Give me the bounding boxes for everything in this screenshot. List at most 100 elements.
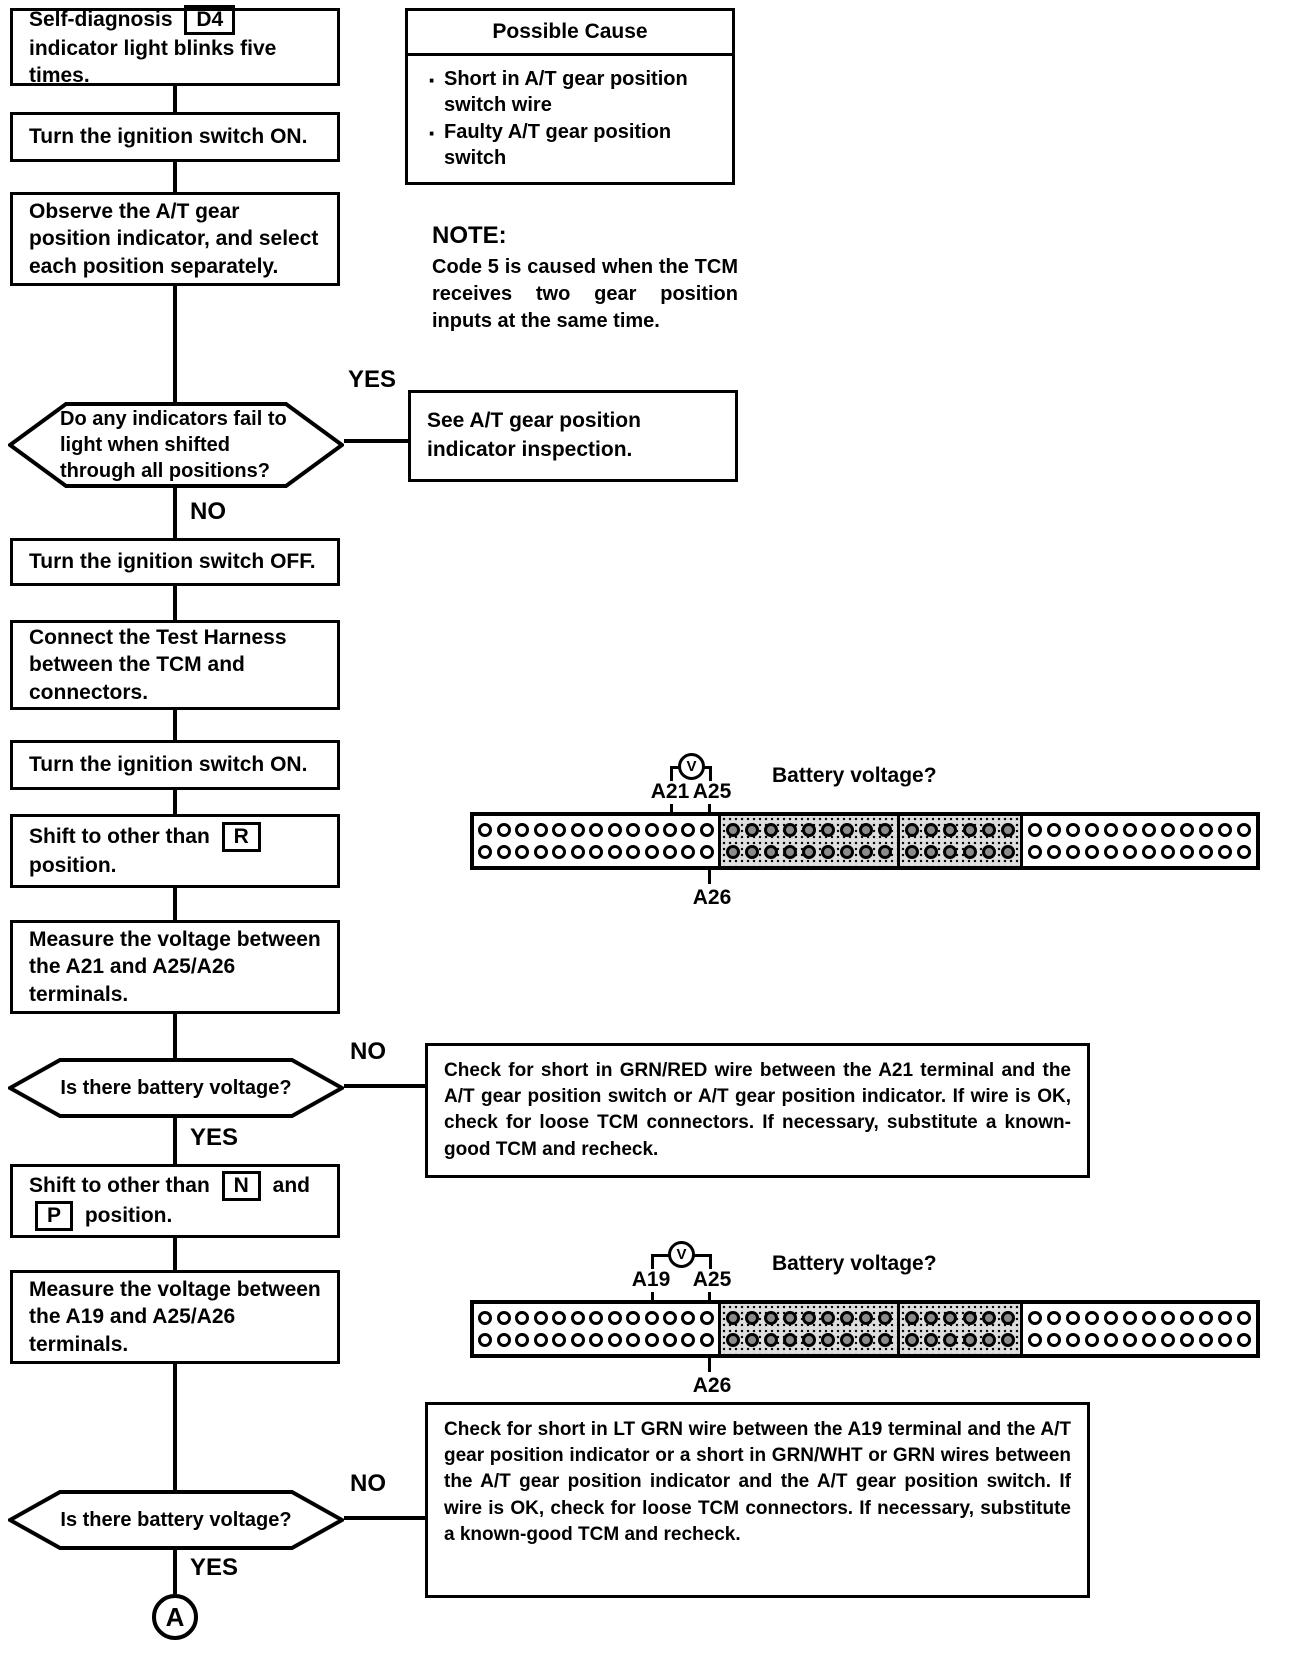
decision-question: Is there battery voltage?	[60, 1509, 292, 1531]
pin-hole	[858, 823, 873, 838]
pin-hole	[552, 1332, 567, 1347]
pin-hole	[726, 1332, 741, 1347]
pin-row	[1023, 823, 1256, 838]
pin-row	[1023, 844, 1256, 859]
pin-hole	[478, 844, 493, 859]
pin-hole	[533, 1311, 548, 1326]
pin-row	[474, 844, 718, 859]
pin-row	[1023, 1332, 1256, 1347]
flow-line	[173, 1238, 177, 1270]
pin-hole	[607, 844, 622, 859]
branch-label-yes: YES	[190, 1124, 239, 1151]
flow-step-test-harness: Connect the Test Harness between the TCM…	[10, 620, 340, 710]
pin-hole	[1237, 1332, 1252, 1347]
pin-hole	[924, 844, 939, 859]
pin-hole	[839, 844, 854, 859]
gear-badge-p: P	[35, 1201, 74, 1232]
step-text-pre: Shift to other than	[29, 1173, 210, 1197]
pin-hole	[626, 844, 641, 859]
pin-hole	[877, 1311, 892, 1326]
probe-label-a21: A21	[650, 780, 690, 803]
pin-hole	[496, 1332, 511, 1347]
pin-hole	[858, 844, 873, 859]
flow-line	[344, 1516, 425, 1520]
pin-row	[474, 1311, 718, 1326]
branch-label-no: NO	[350, 1470, 386, 1497]
possible-cause-item: Short in A/T gear position switch wire	[426, 63, 714, 119]
pin-hole	[644, 1332, 659, 1347]
pin-hole	[570, 1311, 585, 1326]
pin-hole	[533, 844, 548, 859]
connector-section	[474, 1304, 722, 1354]
pin-hole	[1047, 1311, 1062, 1326]
pin-hole	[783, 844, 798, 859]
pin-hole	[726, 1311, 741, 1326]
pin-hole	[1218, 823, 1233, 838]
pin-hole	[644, 823, 659, 838]
pin-hole	[1199, 844, 1214, 859]
pin-hole	[607, 1332, 622, 1347]
flow-line	[173, 1550, 177, 1594]
pin-row	[474, 823, 718, 838]
pin-hole	[745, 823, 760, 838]
possible-cause-list: Short in A/T gear position switch wire F…	[416, 63, 724, 172]
pin-row	[900, 823, 1021, 838]
pin-hole	[515, 823, 530, 838]
flow-step-text: Measure the voltage between the A21 and …	[29, 928, 321, 1006]
pin-hole	[1161, 1332, 1176, 1347]
pin-hole	[924, 1332, 939, 1347]
pin-hole	[943, 1311, 958, 1326]
branch-label-yes: YES	[348, 366, 397, 393]
flow-step-ignition-on-1: Turn the ignition switch ON.	[10, 112, 340, 162]
pin-hole	[1142, 823, 1157, 838]
pin-hole	[1123, 844, 1138, 859]
pin-hole	[962, 1332, 977, 1347]
gear-badge-r: R	[221, 822, 261, 853]
pin-hole	[607, 823, 622, 838]
flow-line	[173, 888, 177, 920]
pin-hole	[858, 1332, 873, 1347]
battery-voltage-question: Battery voltage?	[772, 1252, 937, 1275]
pin-hole	[745, 1311, 760, 1326]
pin-hole	[589, 1311, 604, 1326]
pin-hole	[1085, 1311, 1100, 1326]
flow-step-self-diagnosis: Self-diagnosis D4 indicator light blinks…	[10, 4, 340, 88]
pin-hole	[783, 1311, 798, 1326]
pin-hole	[496, 844, 511, 859]
flow-line	[173, 1014, 177, 1058]
pin-hole	[1180, 1311, 1195, 1326]
pin-hole	[1199, 1332, 1214, 1347]
pin-hole	[570, 823, 585, 838]
pin-hole	[745, 1332, 760, 1347]
flow-line	[344, 1084, 425, 1088]
pin-hole	[644, 1311, 659, 1326]
pin-hole	[589, 844, 604, 859]
step-text-post: position.	[84, 1204, 173, 1227]
flow-step-shift-not-r: Shift to other than R position.	[10, 814, 340, 888]
flow-step-text: Shift to other than N and P position.	[29, 1170, 321, 1232]
pin-hole	[699, 823, 714, 838]
pin-hole	[1123, 1311, 1138, 1326]
branch-label-no: NO	[190, 498, 226, 525]
pin-hole	[904, 1311, 919, 1326]
flow-decision-battery-1: Is there battery voltage?	[8, 1058, 344, 1118]
pin-hole	[607, 1311, 622, 1326]
flow-line	[344, 439, 408, 443]
pin-hole	[1104, 1311, 1119, 1326]
pin-hole	[1001, 1311, 1016, 1326]
pin-hole	[962, 844, 977, 859]
flow-step-text: Measure the voltage between the A19 and …	[29, 1278, 321, 1356]
pin-hole	[981, 823, 996, 838]
flow-step-shift-not-n-p: Shift to other than N and P position.	[10, 1164, 340, 1238]
flow-step-measure-a21: Measure the voltage between the A21 and …	[10, 920, 340, 1014]
action-see-indicator-inspection: See A/T gear position indicator inspecti…	[408, 390, 738, 482]
pin-hole	[1085, 823, 1100, 838]
pin-hole	[589, 1332, 604, 1347]
pin-hole	[1237, 844, 1252, 859]
pin-row	[900, 1332, 1021, 1347]
pin-hole	[764, 823, 779, 838]
pin-row	[900, 1311, 1021, 1326]
probe-label-a26: A26	[692, 886, 732, 909]
step-text-post: indicator light blinks five times.	[29, 36, 277, 88]
